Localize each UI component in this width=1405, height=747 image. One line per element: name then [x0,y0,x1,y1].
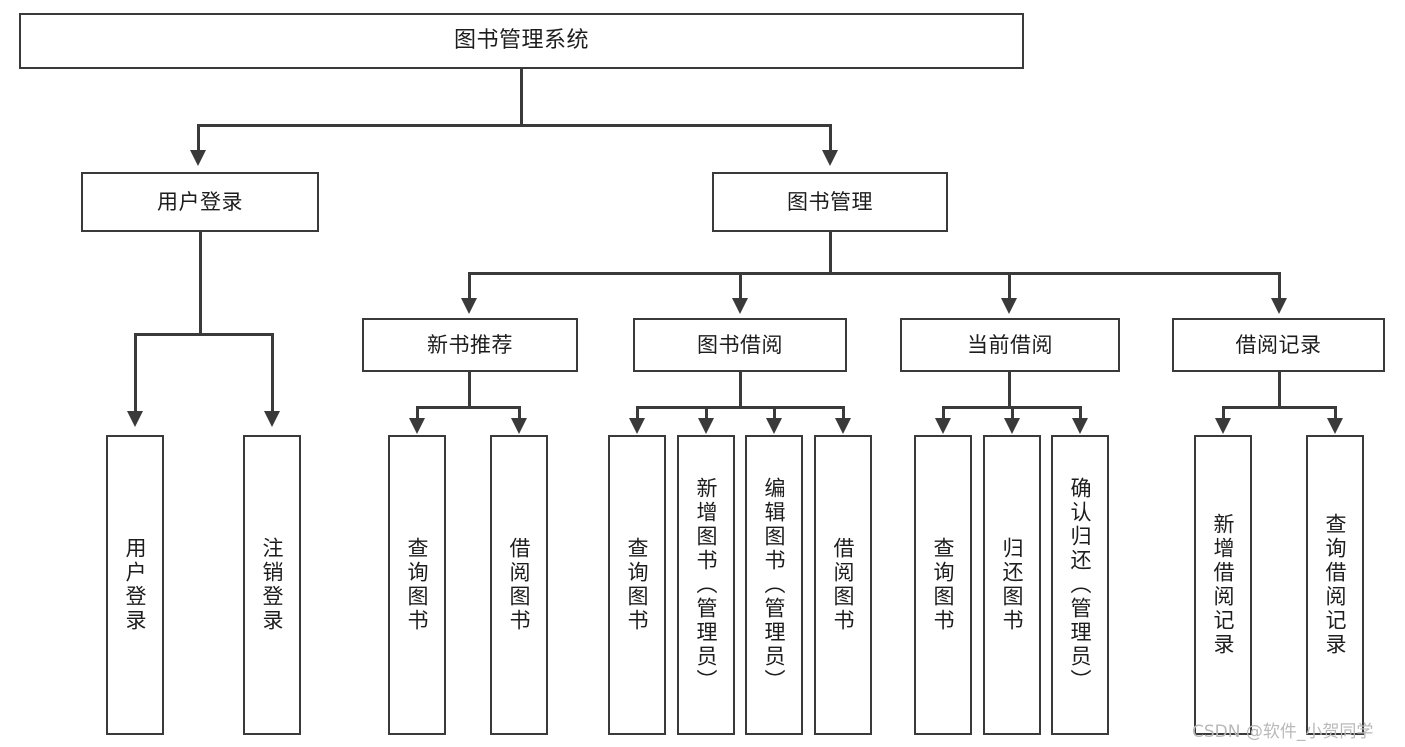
arrowhead-book-borrow [732,298,748,314]
node-label: 查询借阅记录 [1323,513,1348,657]
leaf-br-query-record[interactable]: 查询借阅记录 [1306,435,1364,735]
leaf-bb-query-book[interactable]: 查询图书 [608,435,666,735]
connector-br-child-2 [1334,406,1337,420]
leaf-user-login-login[interactable]: 用户登录 [106,435,164,735]
leaf-nbr-borrow-book[interactable]: 借阅图书 [490,435,548,735]
node-label: 借阅图书 [507,537,532,633]
node-label: 新书推荐 [427,332,513,357]
arrowhead-bb-child-2 [698,418,714,434]
arrowhead-bb-child-1 [629,418,645,434]
leaf-nbr-query-book[interactable]: 查询图书 [388,435,446,735]
connector-level2-bus [197,124,831,127]
arrowhead-new-book-recommend [461,298,477,314]
arrowhead-user-login-child-2 [264,411,280,427]
arrowhead-bb-child-4 [835,418,851,434]
arrowhead-nbr-child-1 [409,418,425,434]
arrowhead-br-child-2 [1327,418,1343,434]
arrowhead-cb-child-2 [1004,418,1020,434]
leaf-cb-query-book[interactable]: 查询图书 [914,435,972,735]
node-label: 用户登录 [157,189,243,214]
node-label: 查询图书 [405,537,430,633]
connector-level3-bus [468,272,1280,275]
connector-to-borrow-record [1278,272,1281,300]
connector-bb-child-3 [773,406,776,420]
node-label: 确认归还（管理员） [1068,477,1093,693]
arrowhead-user-login [190,150,206,166]
node-root-book-management-system[interactable]: 图书管理系统 [19,13,1024,69]
leaf-bb-add-book-admin[interactable]: 新增图书（管理员） [677,435,735,735]
leaf-br-add-record[interactable]: 新增借阅记录 [1194,435,1252,735]
connector-to-book-borrow [739,272,742,300]
connector-to-current-borrow [1008,272,1011,300]
node-borrow-record[interactable]: 借阅记录 [1172,318,1385,372]
connector-root-stem [520,69,523,126]
connector-cb-child-3 [1079,406,1082,420]
arrowhead-borrow-record [1271,298,1287,314]
arrowhead-nbr-child-2 [511,418,527,434]
node-label: 借阅记录 [1235,332,1322,357]
connector-current-borrow-stem [1008,372,1011,408]
arrowhead-book-management [822,150,838,166]
connector-to-book-management [829,124,832,152]
connector-user-login-child-2 [271,333,274,413]
leaf-cb-confirm-return-admin[interactable]: 确认归还（管理员） [1051,435,1109,735]
arrowhead-current-borrow [1001,298,1017,314]
arrowhead-bb-child-3 [766,418,782,434]
node-label: 查询图书 [625,537,650,633]
node-label: 新增借阅记录 [1211,513,1236,657]
connector-user-login-child-1 [134,333,137,413]
connector-cb-child-1 [942,406,945,420]
connector-new-book-recommend-stem [468,372,471,408]
connector-to-user-login [197,124,200,152]
node-label: 新增图书（管理员） [694,477,719,693]
leaf-bb-borrow-book[interactable]: 借阅图书 [814,435,872,735]
node-label: 图书管理系统 [453,27,589,53]
connector-bb-child-4 [842,406,845,420]
node-new-book-recommend[interactable]: 新书推荐 [362,318,578,372]
node-user-login[interactable]: 用户登录 [81,172,319,232]
node-label: 图书管理 [787,189,873,214]
node-label: 用户登录 [123,537,148,633]
connector-book-borrow-bus [636,406,844,409]
leaf-cb-return-book[interactable]: 归还图书 [983,435,1041,735]
connector-nbr-child-1 [416,406,419,420]
node-label: 当前借阅 [967,332,1053,357]
connector-to-new-book-recommend [468,272,471,300]
connector-bb-child-1 [636,406,639,420]
node-current-borrow[interactable]: 当前借阅 [900,318,1120,372]
connector-br-child-1 [1222,406,1225,420]
arrowhead-user-login-child-1 [127,411,143,427]
leaf-user-login-logout[interactable]: 注销登录 [243,435,301,735]
arrowhead-br-child-1 [1215,418,1231,434]
node-label: 图书借阅 [697,332,783,357]
node-label: 编辑图书（管理员） [762,477,787,693]
connector-new-book-recommend-bus [416,406,520,409]
connector-user-login-bus [134,333,273,336]
connector-book-borrow-stem [739,372,742,408]
node-label: 归还图书 [1000,537,1025,633]
connector-nbr-child-2 [518,406,521,420]
node-book-borrow[interactable]: 图书借阅 [633,318,847,372]
node-book-management[interactable]: 图书管理 [712,172,948,232]
connector-cb-child-2 [1011,406,1014,420]
arrowhead-cb-child-3 [1072,418,1088,434]
connector-borrow-record-bus [1222,406,1336,409]
connector-bb-child-2 [705,406,708,420]
leaf-bb-edit-book-admin[interactable]: 编辑图书（管理员） [745,435,803,735]
node-label: 查询图书 [931,537,956,633]
connector-book-management-stem [829,232,832,274]
connector-borrow-record-stem [1278,372,1281,408]
node-label: 借阅图书 [831,537,856,633]
connector-user-login-stem [199,232,202,335]
arrowhead-cb-child-1 [935,418,951,434]
node-label: 注销登录 [260,537,285,633]
watermark-text: CSDN @软件_小贺同学 [1192,722,1374,742]
